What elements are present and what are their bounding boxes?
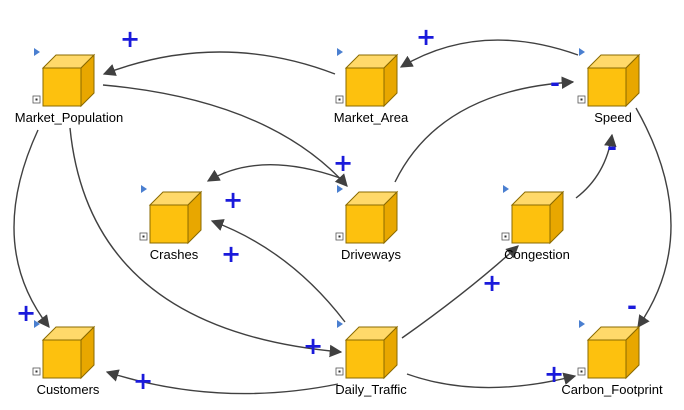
link-polarity-plus: + [223,186,243,214]
expand-dot-icon [580,370,583,373]
node-label: Customers [37,382,100,397]
node-crashes[interactable]: Crashes [139,185,203,262]
link-polarity-plus: + [16,299,36,327]
expand-dot-icon [35,370,38,373]
box-front-face [345,339,385,379]
link-driveways-to-crashes[interactable] [206,164,341,182]
node-market-population[interactable]: Market_Population [15,48,123,125]
node-label: Market_Area [334,110,409,125]
link-polarity-plus: + [133,367,153,395]
expand-dot-icon [338,370,341,373]
box-front-face [42,339,82,379]
node-daily-traffic[interactable]: Daily_Traffic [335,320,407,397]
node-label: Congestion [504,247,570,262]
node-marker-icon [503,185,509,193]
expand-dot-icon [142,235,145,238]
box-front-face [587,67,627,107]
link-speed-to-market-area[interactable] [399,39,579,68]
link-polarity-plus: + [482,269,502,297]
node-customers[interactable]: Customers [32,320,100,397]
node-label: Carbon_Footprint [561,382,663,397]
node-marker-icon [337,320,343,328]
box-front-face [345,204,385,244]
expand-dot-icon [338,235,341,238]
node-label: Market_Population [15,110,123,125]
link-polarity-plus: + [221,240,241,268]
node-label: Daily_Traffic [335,382,407,397]
box-front-face [149,204,189,244]
link-daily-traffic-to-carbon-footprint[interactable] [406,372,577,389]
node-marker-icon [579,320,585,328]
link-polarity-plus: + [333,149,353,177]
link-market-population-to-daily-traffic[interactable] [69,127,343,358]
link-polarity-plus: + [416,23,436,51]
node-label: Speed [594,110,632,125]
node-marker-icon [579,48,585,56]
link-polarity-minus: - [550,69,560,97]
node-congestion[interactable]: Congestion [501,185,570,262]
link-market-population-to-customers[interactable] [13,129,50,328]
node-speed[interactable]: Speed [577,48,641,125]
node-marker-icon [34,48,40,56]
link-polarity-plus: + [120,25,140,53]
node-marker-icon [34,320,40,328]
link-daily-traffic-to-congestion[interactable] [401,245,519,339]
box-front-face [345,67,385,107]
node-label: Driveways [341,247,401,262]
node-marker-icon [141,185,147,193]
link-daily-traffic-to-crashes[interactable] [210,219,346,323]
link-market-population-to-driveways[interactable] [102,84,348,187]
link-polarity-plus: + [544,360,564,388]
link-market-area-to-market-population[interactable] [102,51,336,76]
expand-dot-icon [35,98,38,101]
box-front-face [42,67,82,107]
expand-dot-icon [338,98,341,101]
box-front-face [587,339,627,379]
expand-dot-icon [580,98,583,101]
link-speed-to-carbon-footprint[interactable] [635,107,672,329]
link-driveways-to-speed[interactable] [394,76,575,183]
link-polarity-minus: - [607,133,617,161]
node-marker-icon [337,48,343,56]
link-polarity-plus: + [303,332,323,360]
node-market-area[interactable]: Market_Area [334,48,409,125]
box-front-face [511,204,551,244]
expand-dot-icon [504,235,507,238]
node-label: Crashes [150,247,199,262]
node-marker-icon [337,185,343,193]
node-carbon-footprint[interactable]: Carbon_Footprint [561,320,663,397]
link-daily-traffic-to-customers[interactable] [105,369,339,395]
node-driveways[interactable]: Driveways [335,185,401,262]
link-congestion-to-speed[interactable] [575,133,617,199]
link-polarity-minus: - [627,292,637,320]
